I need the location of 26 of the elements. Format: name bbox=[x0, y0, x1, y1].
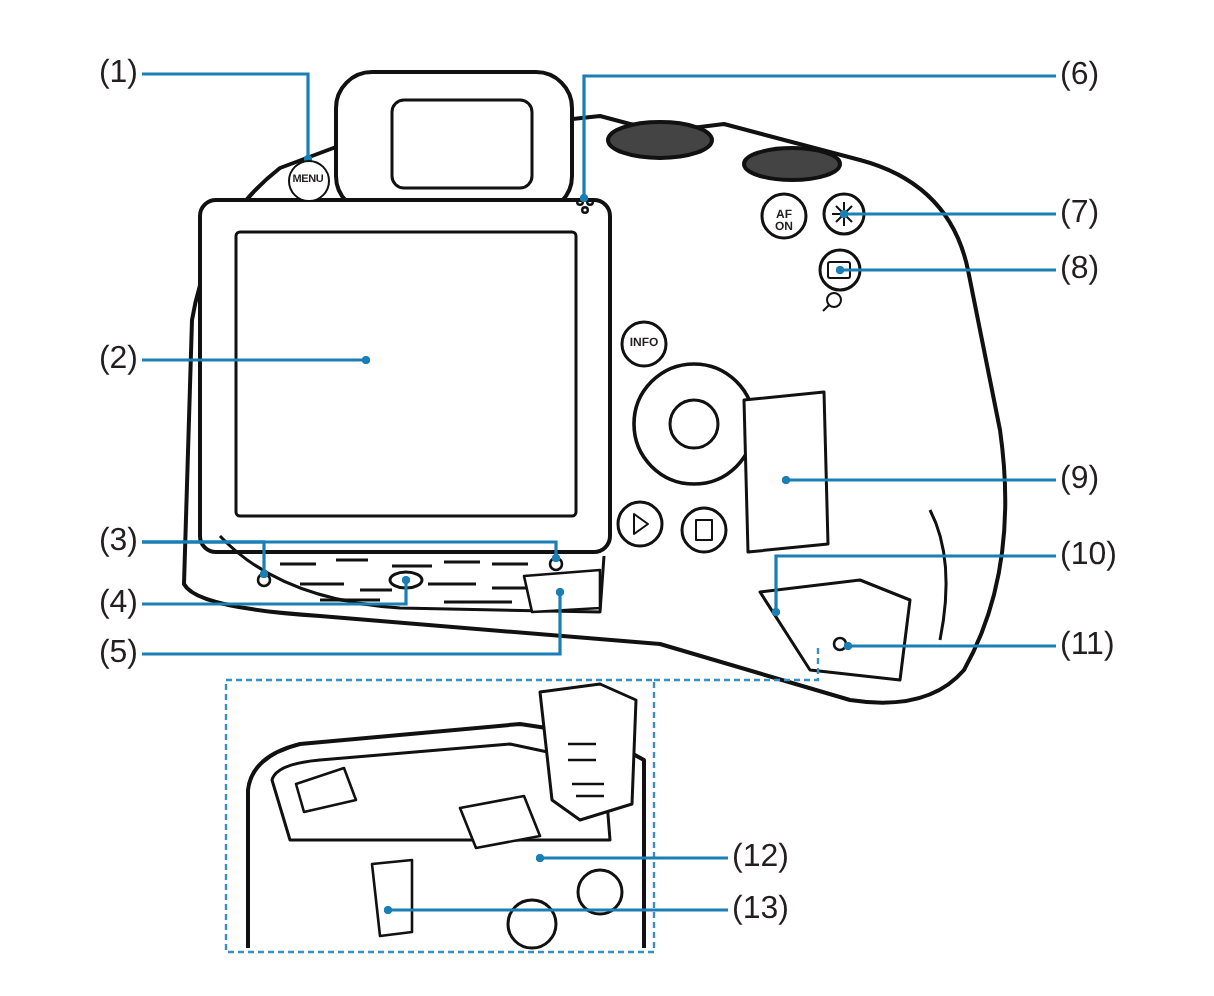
leader-line bbox=[383, 905, 728, 915]
leader-line bbox=[771, 554, 1056, 617]
callout-number: (1) bbox=[98, 56, 138, 92]
callout-number: (6) bbox=[1060, 58, 1100, 94]
callout-number: (2) bbox=[98, 342, 138, 378]
leader-line bbox=[142, 355, 371, 365]
leader-line bbox=[835, 265, 1056, 275]
leader-line bbox=[843, 641, 1056, 651]
callout-number: (9) bbox=[1060, 462, 1100, 498]
leader-line bbox=[839, 209, 1056, 219]
callout-number: (12) bbox=[732, 840, 789, 876]
leader-line bbox=[142, 72, 313, 164]
callout-number: (13) bbox=[732, 892, 789, 928]
callout-number: (3) bbox=[98, 524, 138, 560]
leader-line bbox=[142, 587, 565, 656]
callout-number: (10) bbox=[1060, 538, 1117, 574]
leader-line bbox=[142, 575, 411, 606]
callout-number: (7) bbox=[1060, 196, 1100, 232]
callout-number: (5) bbox=[98, 636, 138, 672]
callout-number: (4) bbox=[98, 586, 138, 622]
leader-line bbox=[535, 853, 728, 863]
leader-line bbox=[142, 540, 561, 563]
callout-number: (8) bbox=[1060, 252, 1100, 288]
leader-line bbox=[781, 475, 1056, 485]
leader-line bbox=[579, 74, 1056, 203]
callout-number: (11) bbox=[1060, 628, 1115, 664]
